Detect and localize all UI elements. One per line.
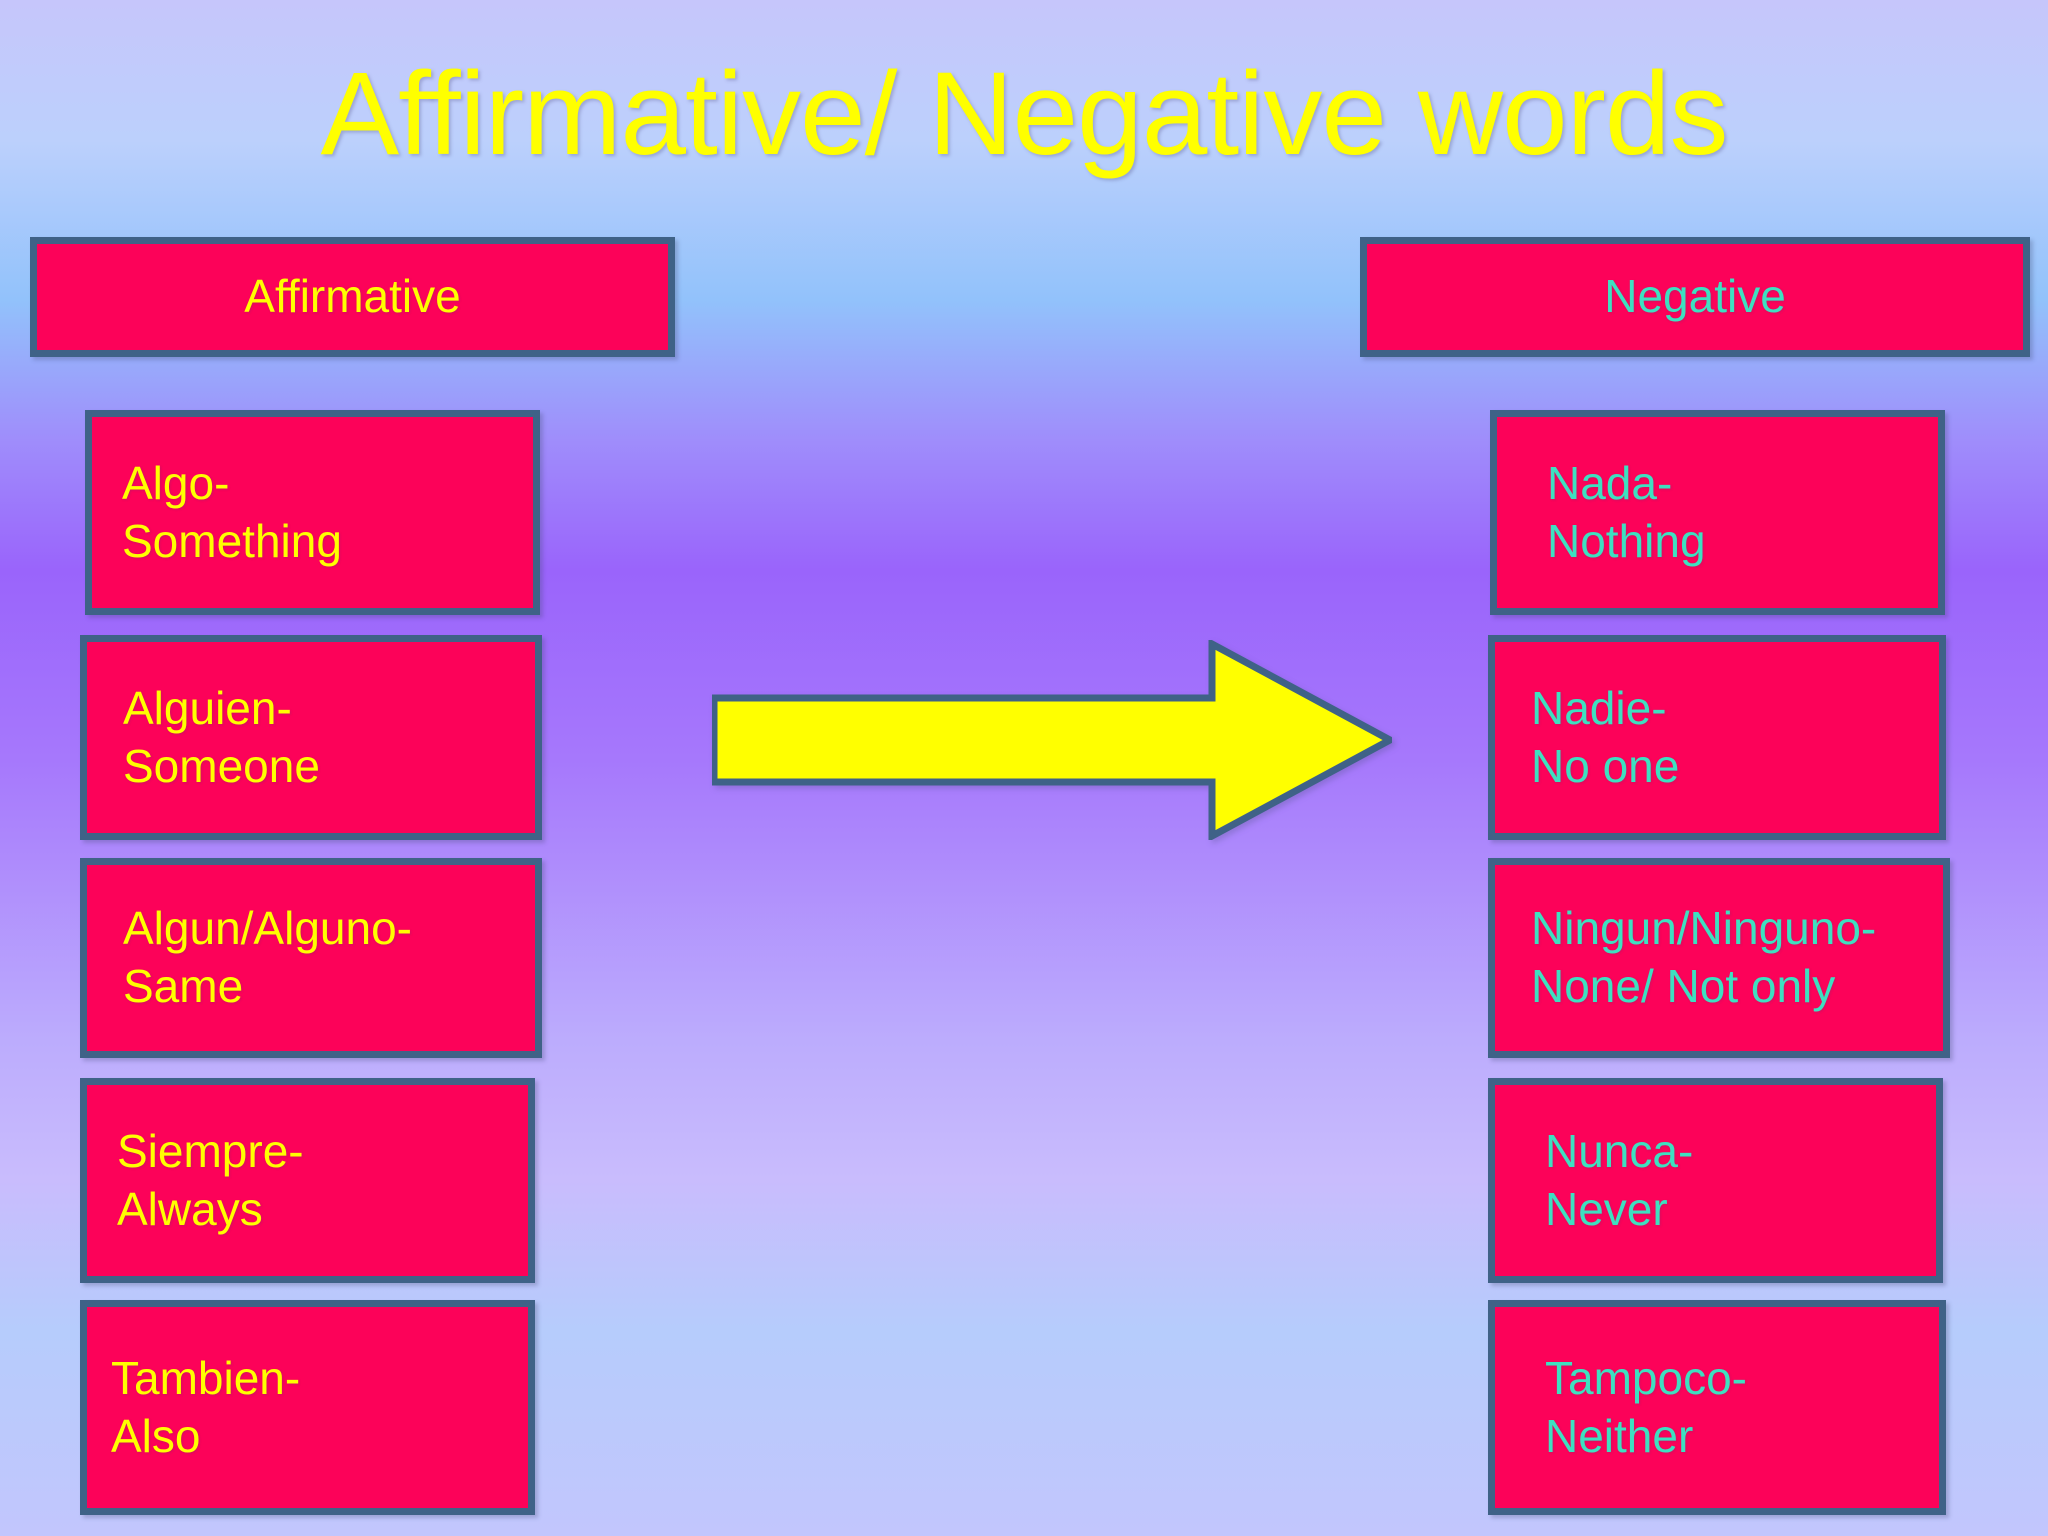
- negative-word-card: Nadie- No one: [1488, 635, 1946, 840]
- word-meaning: Same: [123, 960, 244, 1012]
- affirmative-word-card: Algo- Something: [85, 410, 540, 615]
- negative-column-header: Negative: [1360, 237, 2030, 357]
- word-term: Tambien-: [111, 1351, 301, 1404]
- word-meaning: Something: [122, 514, 342, 567]
- negative-word-card: Nunca- Never: [1488, 1078, 1943, 1283]
- affirmative-word-card: Alguien- Someone: [80, 635, 542, 840]
- affirmative-column-header: Affirmative: [30, 237, 675, 357]
- negative-word-card: Ningun/Ninguno- None/ Not only: [1488, 858, 1950, 1058]
- word-term: Algo-: [122, 456, 230, 509]
- affirmative-header-label: Affirmative: [244, 270, 461, 323]
- word-term: Siempre-: [117, 1124, 304, 1177]
- word-term: Alguien-: [123, 681, 292, 734]
- word-meaning: Never: [1545, 1182, 1668, 1235]
- negative-word-card: Tampoco- Neither: [1488, 1300, 1946, 1515]
- word-term: Nada-: [1547, 456, 1673, 509]
- word-meaning: Someone: [123, 739, 320, 792]
- page-title: Affirmative/ Negative words: [320, 48, 1728, 180]
- word-term: Nunca-: [1545, 1124, 1694, 1177]
- word-meaning: Always: [117, 1182, 263, 1235]
- word-meaning: Also: [111, 1409, 201, 1462]
- word-term: Tampoco-: [1545, 1351, 1747, 1404]
- word-term: Algun/Alguno-: [123, 902, 412, 955]
- word-meaning: Nothing: [1547, 514, 1706, 567]
- right-arrow-icon: [712, 640, 1392, 840]
- affirmative-word-card: Siempre- Always: [80, 1078, 535, 1283]
- negative-header-label: Negative: [1604, 270, 1786, 323]
- right-arrow-shape: [712, 640, 1392, 840]
- word-term: Ningun/Ninguno-: [1531, 902, 1877, 955]
- word-meaning: None/ Not only: [1531, 960, 1836, 1012]
- word-term: Nadie-: [1531, 681, 1667, 734]
- affirmative-word-card: Tambien- Also: [80, 1300, 535, 1515]
- affirmative-word-card: Algun/Alguno- Same: [80, 858, 542, 1058]
- negative-word-card: Nada- Nothing: [1490, 410, 1945, 615]
- word-meaning: No one: [1531, 739, 1680, 792]
- word-meaning: Neither: [1545, 1409, 1694, 1462]
